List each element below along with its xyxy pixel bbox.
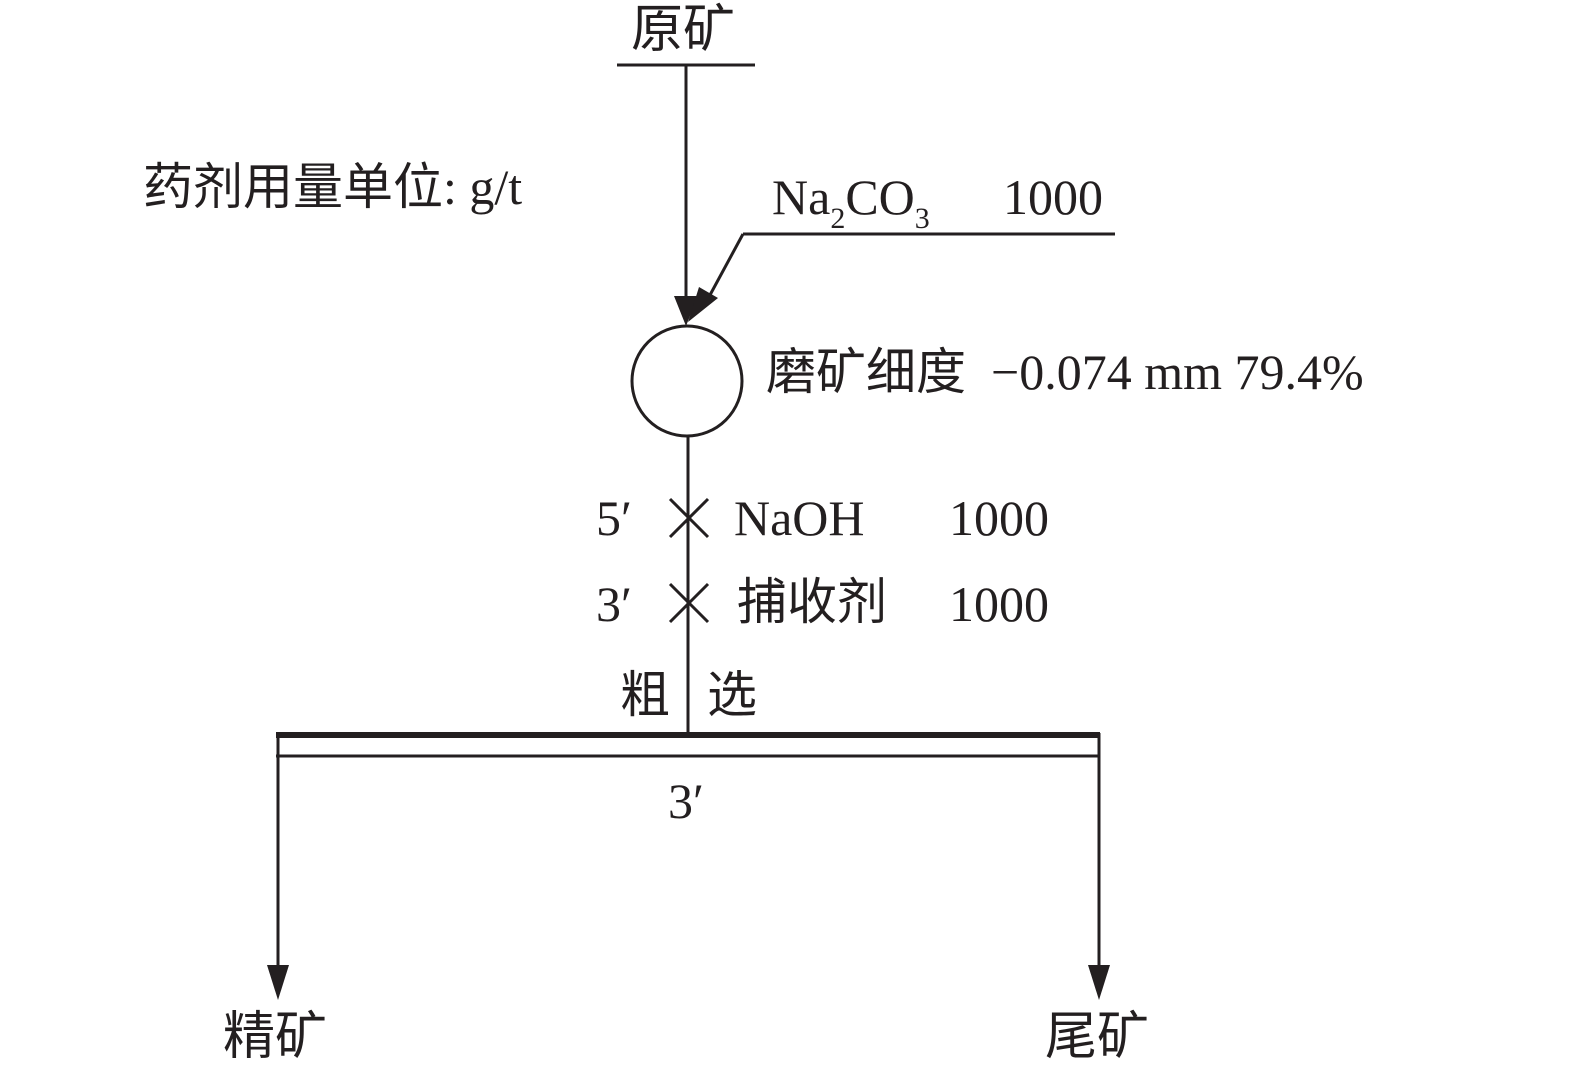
tailings-label: 尾矿 <box>1045 1009 1150 1066</box>
collector-dosage: 1000 <box>949 576 1049 632</box>
na2co3-subscript-1: 2 <box>830 202 846 235</box>
concentrate-arrowhead <box>267 965 289 1000</box>
roughing-label-left: 粗 <box>620 667 670 723</box>
collector-name: 捕收剂 <box>737 574 887 630</box>
grinding-fineness-label: 磨矿细度 −0.074 mm 79.4% <box>766 344 1364 400</box>
na2co3-feed-line <box>708 233 745 296</box>
na2co3-reagent: Na2CO3 <box>772 169 930 234</box>
naoh-dosage: 1000 <box>949 490 1049 546</box>
na2co3-name-main: Na <box>772 169 831 225</box>
feed-arrowhead <box>674 296 698 326</box>
na2co3-name-mid: CO <box>845 169 915 225</box>
roughing-time: 3′ <box>668 773 704 829</box>
concentrate-label: 精矿 <box>223 1009 328 1066</box>
tailings-arrowhead <box>1088 965 1110 1000</box>
na2co3-subscript-2: 3 <box>914 202 930 235</box>
na2co3-arrowhead <box>688 287 718 322</box>
naoh-cross-b <box>668 497 710 539</box>
dosage-unit-note: 药剂用量单位: g/t <box>143 159 523 215</box>
naoh-name: NaOH <box>734 490 865 546</box>
naoh-time: 5′ <box>596 490 632 546</box>
collector-cross-b <box>668 582 710 624</box>
roughing-label-right: 选 <box>707 667 757 723</box>
collector-time: 3′ <box>596 576 632 632</box>
grinding-mill-circle <box>630 324 744 438</box>
raw-ore-label: 原矿 <box>631 2 736 59</box>
na2co3-dosage: 1000 <box>1003 169 1103 225</box>
